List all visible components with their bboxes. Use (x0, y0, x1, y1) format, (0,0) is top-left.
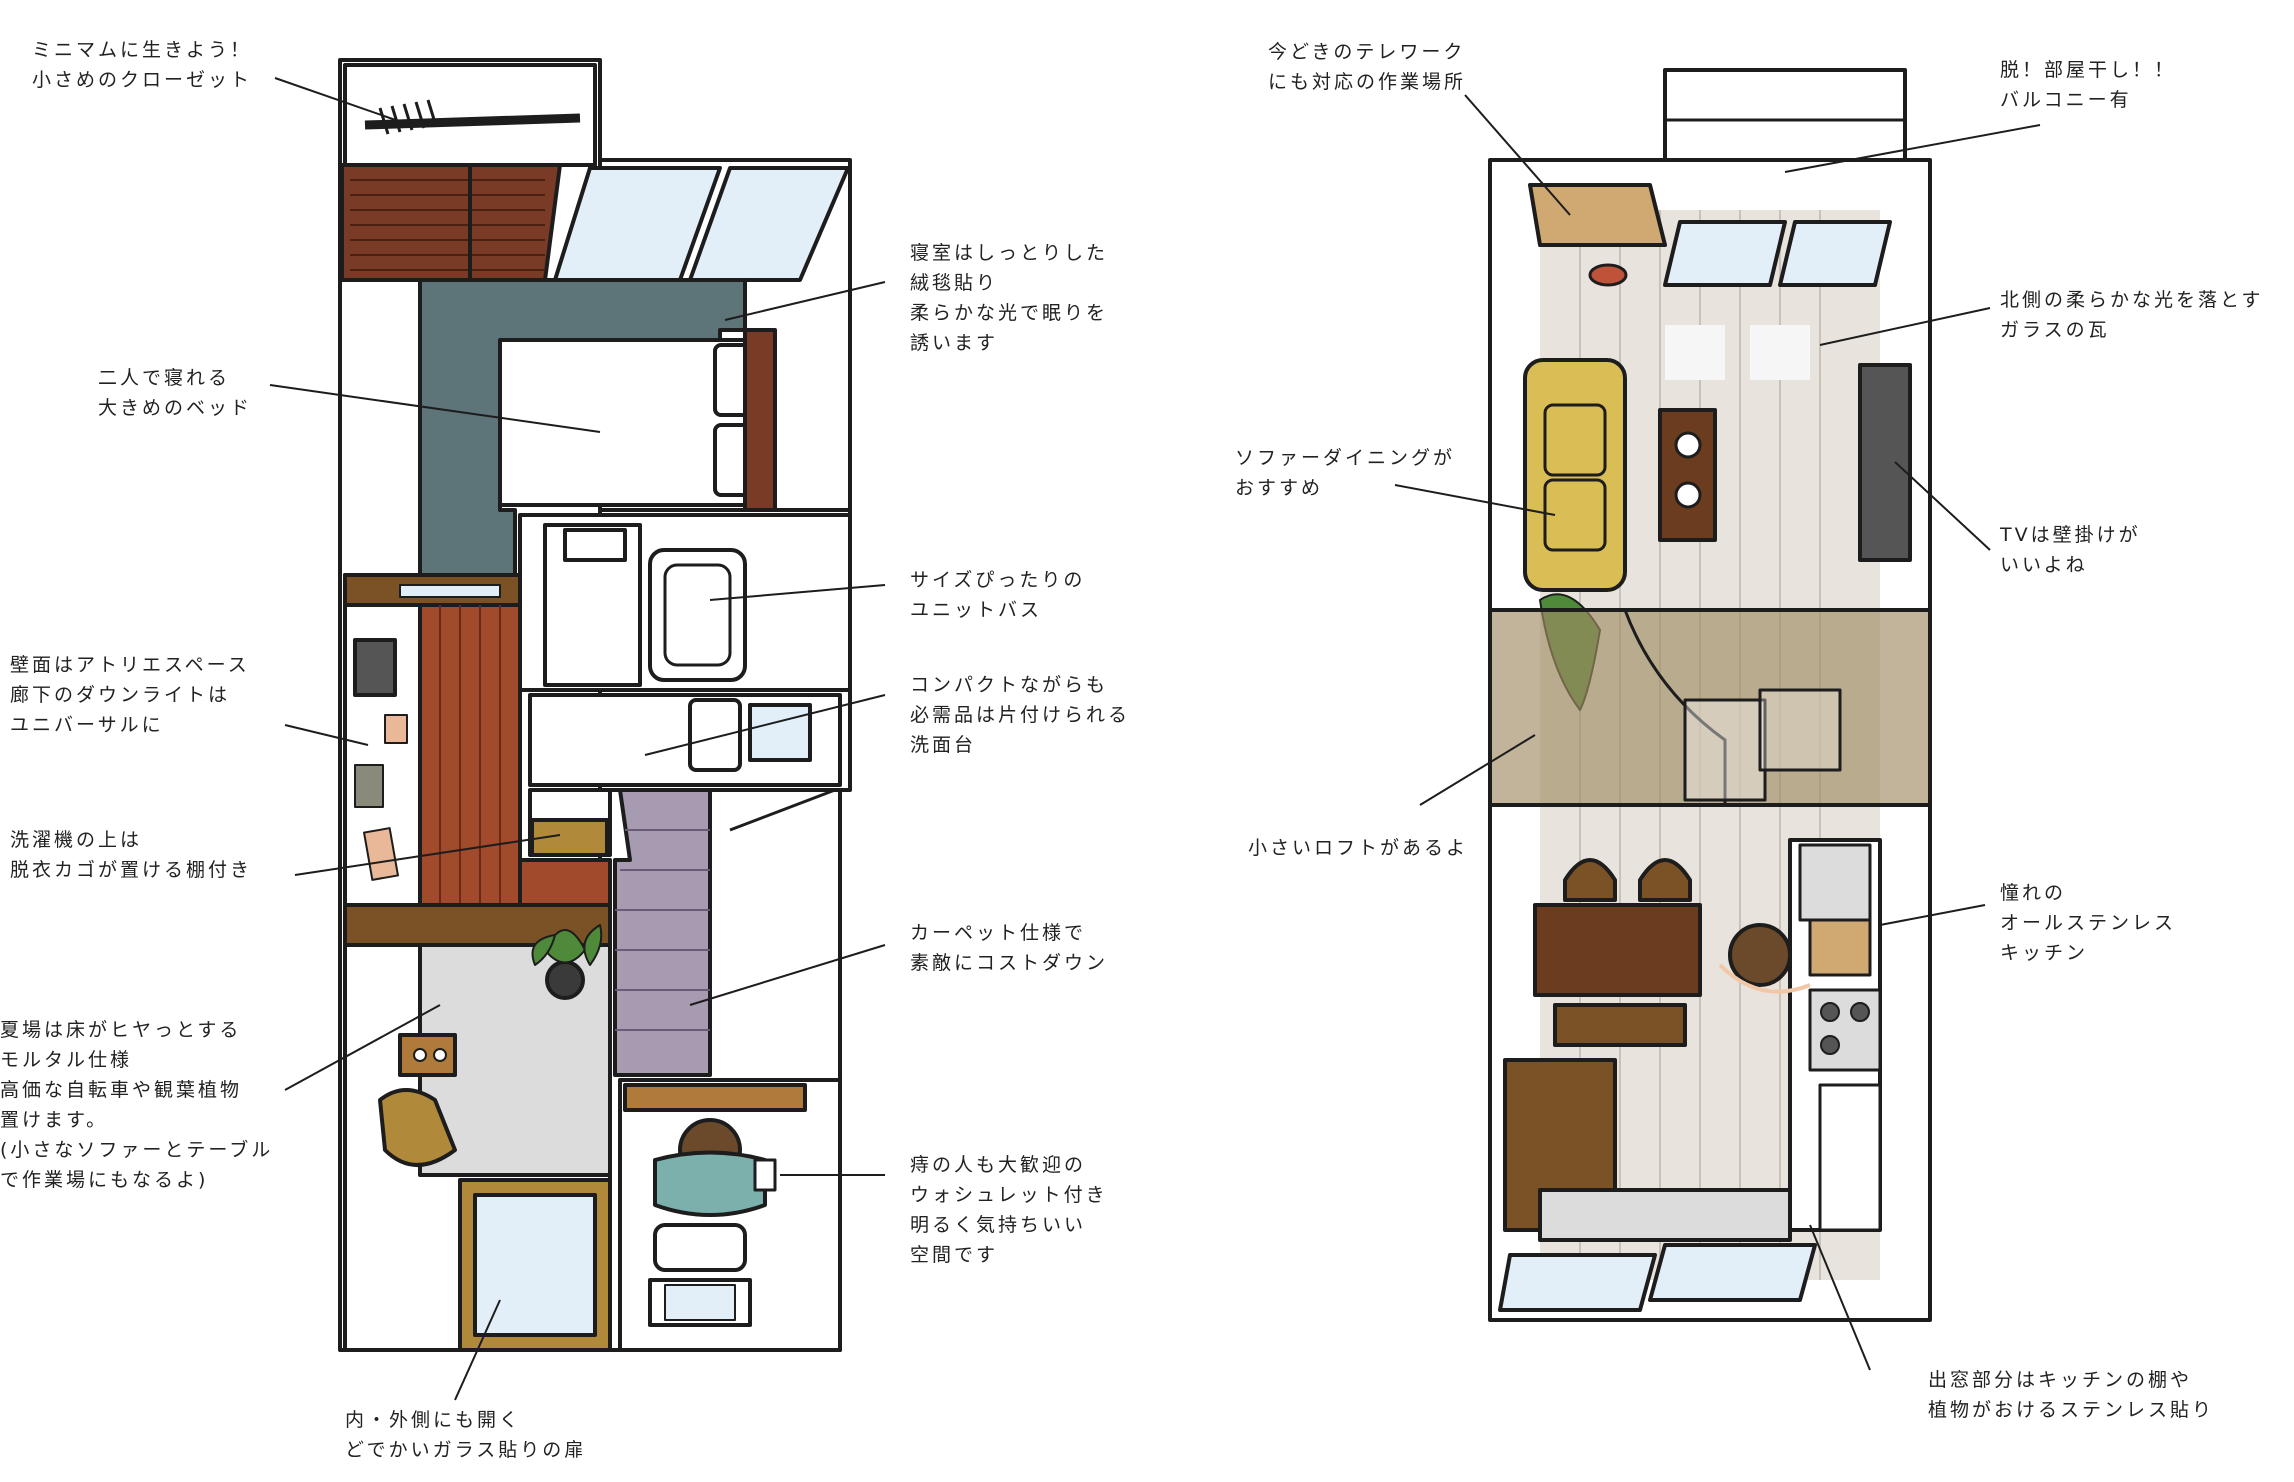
bath-faucet (563, 528, 627, 562)
annotation-closet: ミニマムに生きよう！ 小さめのクローゼット (32, 39, 253, 91)
dining-table (1658, 408, 1717, 542)
telework-desk (1528, 183, 1667, 247)
loft (1488, 608, 1932, 807)
right-floor-plan (1488, 68, 1932, 1322)
art-frame-4 (363, 827, 399, 881)
fridge (1818, 1083, 1882, 1232)
annotation-laundry: 洗濯機の上は 脱衣カゴが置ける棚付き (10, 829, 253, 881)
art-frame-2 (384, 714, 408, 744)
bedroom-door (743, 328, 777, 512)
annotation-bay-window: 出窓部分はキッチンの棚や 植物がおけるステンレス貼り (1928, 1369, 2215, 1421)
top-skylight-1 (1663, 220, 1787, 287)
art-frame-1 (353, 638, 397, 697)
closet-rod (364, 113, 581, 130)
right-leader-lines (1394, 94, 2041, 1371)
dining-table-lower (1533, 903, 1702, 997)
annotation-telework: 今どきのテレワーク にも対応の作業場所 (1268, 41, 1467, 93)
closet-louvers (350, 165, 545, 280)
annotation-stairs: カーペット仕様で 素敵にコストダウン (910, 922, 1109, 974)
dining-bench (1553, 1003, 1687, 1047)
annotation-washbasin: コンパクトながらも 必需品は片付けられる 洗面台 (910, 674, 1131, 756)
washbasin (688, 698, 742, 772)
downlight (399, 584, 501, 598)
annotation-bedroom: 寝室はしっとりした 絨毯貼り 柔らかな光で眠りを 誘います (910, 242, 1109, 354)
toilet-bowl (653, 1223, 747, 1272)
left-leader-lines (269, 77, 886, 1401)
person-shirt (653, 1150, 767, 1217)
hall-floor-wood (418, 603, 522, 907)
toilet-shelf (623, 1083, 807, 1112)
small-sofa (378, 1088, 457, 1167)
annotation-toilet: 痔の人も大歓迎の ウォシュレット付き 明るく気持ちいい 空間です (910, 1154, 1108, 1266)
annotation-glass-tile: 北側の柔らかな光を落とす ガラスの瓦 (2000, 289, 2264, 341)
dining-chair-2 (1638, 858, 1692, 902)
loft-ladder (1683, 698, 1767, 802)
desk-chair (1588, 263, 1628, 287)
annotation-balcony: 脱！部屋干し！！ バルコニー有 (2000, 59, 2177, 111)
annotation-tv: TVは壁掛けが いいよね (2000, 524, 2141, 576)
hall-floor-planks (439, 605, 501, 905)
annotation-entrance: 夏場は床がヒヤっとする モルタル仕様 高価な自転車や観葉植物 置けます。 (小さ… (0, 1019, 274, 1191)
glass-tile-1 (1665, 325, 1725, 380)
hangers (378, 99, 438, 135)
bathtub-inner (663, 563, 732, 667)
annotation-loft: 小さいロフトがあるよ (1248, 837, 1469, 859)
art-frame-3 (354, 764, 384, 808)
glass-tile-2 (1750, 325, 1810, 380)
kitchen-sink (1798, 843, 1872, 922)
wall-tv (1858, 363, 1912, 562)
annotation-bath: サイズぴったりの ユニットバス (910, 569, 1086, 621)
stairs-carpet (613, 788, 712, 1077)
annotation-sofa: ソファーダイニングが おすすめ (1235, 447, 1456, 499)
closet-doors (340, 163, 562, 282)
dining-chair-1 (1563, 858, 1617, 902)
stair-treads (615, 829, 710, 1031)
top-skylight-2 (1778, 220, 1892, 287)
washlet-panel (753, 1158, 777, 1192)
stair-handrail (729, 788, 836, 832)
toilet-window (664, 1284, 736, 1321)
annotation-atelier: 壁面はアトリエスペース 廊下のダウンライトは ユニバーサルに (10, 654, 250, 736)
bay-window-2 (1648, 1243, 1817, 1302)
hall-floor-lower (518, 858, 612, 907)
loft-chair (1758, 688, 1842, 772)
annotation-door: 内・外側にも開く どでかいガラス貼りの扉 (345, 1409, 587, 1461)
potted-plant (531, 924, 603, 1000)
cook-head (1728, 923, 1792, 987)
cutting-board (1808, 918, 1872, 977)
bay-window-shelf (1538, 1188, 1792, 1242)
left-floor-plan (338, 58, 852, 1352)
bay-window-1 (1498, 1253, 1657, 1312)
bed (498, 338, 757, 507)
stove (1808, 988, 1882, 1072)
mirror-cabinet (748, 703, 812, 762)
annotation-kitchen: 憧れの オールステンレス キッチン (2000, 882, 2177, 964)
skylight-2 (688, 166, 850, 282)
annotation-bed: 二人で寝れる 大きめのベッド (98, 367, 253, 419)
